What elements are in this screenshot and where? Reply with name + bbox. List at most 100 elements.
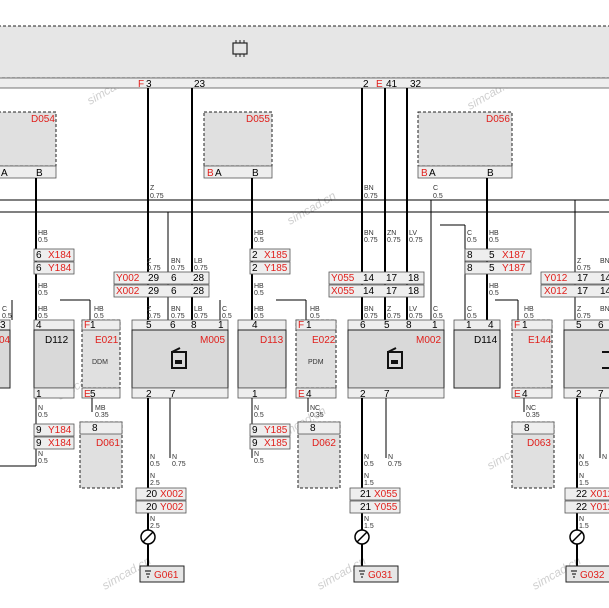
svg-text:0.75: 0.75 [194, 313, 208, 320]
svg-text:0.5: 0.5 [38, 237, 48, 244]
svg-text:0.75: 0.75 [577, 265, 591, 272]
svg-text:E144: E144 [528, 335, 552, 346]
svg-text:6: 6 [36, 250, 42, 261]
svg-text:X184: X184 [48, 250, 72, 261]
pin: A [429, 168, 436, 179]
svg-text:LB: LB [194, 258, 203, 265]
svg-text:N: N [364, 454, 369, 461]
lower-wire-labels: N0.5 N0.5 MB0.35 N0.5 N0.75 N2.5 N2.5 N0… [38, 405, 607, 530]
svg-text:Y002: Y002 [116, 273, 140, 284]
svg-text:3: 3 [0, 320, 6, 331]
svg-text:0.75: 0.75 [409, 313, 423, 320]
svg-text:C: C [433, 306, 438, 313]
svg-text:NC: NC [310, 405, 320, 412]
svg-text:0.5: 0.5 [38, 313, 48, 320]
ecu-bar [0, 25, 609, 79]
svg-text:D113: D113 [260, 335, 284, 346]
svg-text:DDM: DDM [92, 359, 108, 366]
svg-text:BN: BN [171, 306, 181, 313]
ecu-pin: 41 [386, 79, 398, 90]
ecu-pin: E [376, 79, 383, 90]
svg-text:N: N [579, 516, 584, 523]
svg-text:14: 14 [600, 273, 609, 284]
svg-text:2.5: 2.5 [150, 480, 160, 487]
svg-text:Y184: Y184 [48, 263, 72, 274]
svg-text:Z: Z [147, 258, 152, 265]
svg-text:21: 21 [360, 502, 372, 513]
svg-text:Z: Z [577, 306, 582, 313]
ecu-pin: 23 [194, 79, 206, 90]
svg-text:0.5: 0.5 [254, 237, 264, 244]
wire-color: BN [364, 185, 374, 192]
svg-text:17: 17 [386, 286, 398, 297]
svg-text:LV: LV [409, 306, 417, 313]
svg-text:14: 14 [363, 273, 375, 284]
ground-g061: G061 [139, 565, 185, 583]
svg-text:22: 22 [576, 489, 588, 500]
ecu-e021 [81, 319, 121, 389]
svg-text:21: 21 [360, 489, 372, 500]
svg-text:ZN: ZN [387, 230, 396, 237]
svg-text:Y185: Y185 [264, 425, 288, 436]
svg-text:HB: HB [254, 306, 264, 313]
svg-text:X055: X055 [331, 286, 355, 297]
svg-text:17: 17 [386, 273, 398, 284]
svg-text:29: 29 [148, 286, 160, 297]
ecu-pin: F [138, 79, 144, 90]
pin: B [36, 168, 43, 179]
svg-text:LV: LV [409, 230, 417, 237]
svg-text:N: N [364, 516, 369, 523]
svg-text:Y185: Y185 [264, 263, 288, 274]
svg-text:N: N [388, 454, 393, 461]
svg-text:18: 18 [408, 273, 420, 284]
svg-text:0.5: 0.5 [94, 313, 104, 320]
svg-text:2: 2 [252, 263, 258, 274]
svg-text:4: 4 [252, 320, 258, 331]
svg-text:BN: BN [364, 306, 374, 313]
svg-text:0.35: 0.35 [310, 412, 324, 419]
svg-text:1: 1 [252, 389, 258, 400]
svg-text:8: 8 [191, 320, 197, 331]
svg-text:0.75: 0.75 [577, 313, 591, 320]
svg-text:C: C [467, 230, 472, 237]
svg-text:HB: HB [489, 230, 499, 237]
svg-text:1.5: 1.5 [364, 480, 374, 487]
svg-text:14: 14 [363, 286, 375, 297]
svg-text:28: 28 [193, 286, 205, 297]
svg-text:9: 9 [36, 438, 42, 449]
svg-text:9: 9 [252, 438, 258, 449]
module-d054 [0, 111, 57, 167]
svg-text:6: 6 [170, 320, 176, 331]
svg-text:M005: M005 [200, 335, 225, 346]
svg-text:M002: M002 [416, 335, 441, 346]
svg-text:X012: X012 [544, 286, 568, 297]
svg-text:MB: MB [95, 405, 106, 412]
svg-text:Y184: Y184 [48, 425, 72, 436]
svg-text:5: 5 [489, 250, 495, 261]
svg-text:0.5: 0.5 [254, 313, 264, 320]
svg-text:1.5: 1.5 [579, 480, 589, 487]
svg-text:N: N [150, 473, 155, 480]
svg-text:17: 17 [577, 286, 589, 297]
svg-text:8: 8 [467, 263, 473, 274]
svg-text:N: N [579, 454, 584, 461]
svg-text:0.75: 0.75 [147, 313, 161, 320]
svg-text:28: 28 [193, 273, 205, 284]
pin-strip [417, 165, 513, 179]
svg-text:0.5: 0.5 [467, 237, 477, 244]
svg-text:N: N [38, 405, 43, 412]
svg-text:Y055: Y055 [331, 273, 355, 284]
module-label: D055 [246, 114, 270, 125]
svg-text:0.75: 0.75 [194, 265, 208, 272]
ecu-e022 [295, 319, 337, 389]
svg-text:0.35: 0.35 [95, 412, 109, 419]
svg-text:0.75: 0.75 [172, 461, 186, 468]
svg-text:0.75: 0.75 [171, 313, 185, 320]
svg-text:8: 8 [524, 423, 530, 434]
